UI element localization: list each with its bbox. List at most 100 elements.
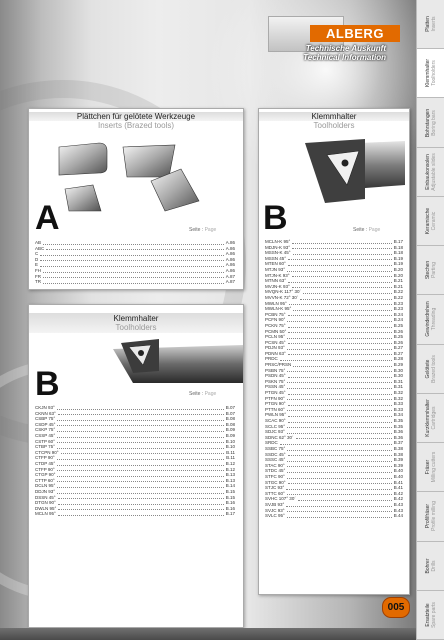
item-page: B.42 [393, 496, 403, 502]
list-item[interactable]: CTBP 75°B.10 [35, 444, 235, 450]
list-item[interactable]: STJC 93°B.41 [265, 485, 403, 491]
list-item[interactable]: SVHC 107° 30´B.42 [265, 496, 403, 502]
item-name: SVJB 93° [265, 501, 285, 507]
list-item[interactable]: PCKN 75°B.25 [265, 323, 403, 329]
list-item[interactable]: PWLN 95°B.34 [265, 412, 403, 418]
list-item[interactable]: STGC 90°B.41 [265, 480, 403, 486]
list-item[interactable]: CTFP 90°B.11 [35, 455, 235, 461]
item-name: PRSC/PRSN [265, 362, 292, 368]
list-item[interactable]: CSDP 45°B.08 [35, 422, 235, 428]
header-title-en: Technical Information [303, 53, 386, 62]
list-item[interactable]: PCMN 50°B.26 [265, 329, 403, 335]
list-item[interactable]: SDNC 62° 30´B.36 [265, 435, 403, 441]
list-item[interactable]: PTGN 90°B.33 [265, 401, 403, 407]
list-item[interactable]: MSSN 45°B.19 [265, 256, 403, 262]
item-page: B.36 [393, 434, 403, 440]
list-item[interactable]: MCLN 95°B.17 [35, 511, 235, 517]
list-item[interactable]: CSTP 60°B.10 [35, 439, 235, 445]
list-item[interactable]: SDJC 93°B.36 [265, 429, 403, 435]
list-item[interactable]: SVJC 93°B.43 [265, 508, 403, 514]
item-page: B.31 [393, 384, 403, 390]
list-item[interactable]: PDJN 93°B.27 [265, 345, 403, 351]
list-item[interactable]: SSBC 75°B.38 [265, 446, 403, 452]
list-item[interactable]: SCLC 95°B.35 [265, 424, 403, 430]
list-item[interactable]: CTTP 60°B.13 [35, 478, 235, 484]
list-item[interactable]: PCLN 95°B.25 [265, 334, 403, 340]
list-item[interactable]: STFC 90°B.40 [265, 474, 403, 480]
list-item[interactable]: MSSN-K 45°B.18 [265, 250, 403, 256]
list-item[interactable]: SVLC 95°B.44 [265, 513, 403, 519]
list-item[interactable]: DWLN 95°B.16 [35, 506, 235, 512]
list-item[interactable]: MWLN 95°B.23 [265, 301, 403, 307]
list-item[interactable]: PCBN 75°B.24 [265, 312, 403, 318]
list-item[interactable]: SVJB 93°B.43 [265, 502, 403, 508]
list-item[interactable]: PCFN 90°B.24 [265, 317, 403, 323]
list-item[interactable]: MTJN-K 93°B.20 [265, 273, 403, 279]
list-item[interactable]: PSDN 45°B.30 [265, 373, 403, 379]
list-item[interactable]: MWLN-K 95°B.23 [265, 306, 403, 312]
list-item[interactable]: MVQN-K 117° 30´B.22 [265, 289, 403, 295]
list-item[interactable]: CKJN 93°B.07 [35, 405, 235, 411]
list-item[interactable]: PSBN 75°B.30 [265, 368, 403, 374]
list-item[interactable]: CSBP 75°B.08 [35, 416, 235, 422]
list-item[interactable]: MDJN-K 93°B.18 [265, 245, 403, 251]
list-item[interactable]: PTTN 60°B.33 [265, 407, 403, 413]
tab-label-de: Stechen [424, 261, 431, 280]
list-item[interactable]: DDJN 93°B.15 [35, 489, 235, 495]
list-item[interactable]: PTFN 90°B.32 [265, 396, 403, 402]
list-item[interactable]: SSSC 45°B.39 [265, 457, 403, 463]
list-item[interactable]: STTC 60°B.42 [265, 491, 403, 497]
list-item[interactable]: MTEN 60°B.19 [265, 261, 403, 267]
list-item[interactable]: PSKN 75°B.31 [265, 379, 403, 385]
list-item[interactable]: CSKP 75°B.09 [35, 427, 235, 433]
list-item[interactable]: PDNN 63°B.27 [265, 351, 403, 357]
list-item[interactable]: PCSN 45°B.26 [265, 340, 403, 346]
list-item[interactable]: CKNN 63°B.07 [35, 411, 235, 417]
panel-title-en: Toolholders [115, 323, 157, 332]
tab-label-en: Drills [430, 560, 437, 572]
list-item[interactable]: DSSN 45°B.15 [35, 495, 235, 501]
list-item[interactable]: MTJN 93°B.20 [265, 267, 403, 273]
list-item[interactable]: MVVN-K 72° 30´B.22 [265, 295, 403, 301]
list-item[interactable]: DCLN 95°B.14 [35, 483, 235, 489]
list-item[interactable]: CTGP 90°B.13 [35, 472, 235, 478]
list-item[interactable]: CTCPN 90°B.11 [35, 450, 235, 456]
list-item[interactable]: DTGN 90°B.16 [35, 500, 235, 506]
list-item[interactable]: STAC 90°B.39 [265, 463, 403, 469]
list-item[interactable]: MTNN 63°B.21 [265, 278, 403, 284]
list-item[interactable]: CSSP 45°B.09 [35, 433, 235, 439]
list-item[interactable]: PSSN 45°B.31 [265, 384, 403, 390]
list-item[interactable]: PTGN 45°B.32 [265, 390, 403, 396]
list-item[interactable]: STDC 45°B.40 [265, 468, 403, 474]
list-item[interactable]: SSDC 45°B.38 [265, 452, 403, 458]
list-item[interactable]: MVJN-K 93°B.21 [265, 284, 403, 290]
list-item[interactable]: MCLN-K 95°B.17 [265, 239, 403, 245]
list-item[interactable]: SCAC 90°B.35 [265, 418, 403, 424]
list-item[interactable]: CTFP 90°B.12 [35, 467, 235, 473]
list-item[interactable]: CTDP 45°B.12 [35, 461, 235, 467]
